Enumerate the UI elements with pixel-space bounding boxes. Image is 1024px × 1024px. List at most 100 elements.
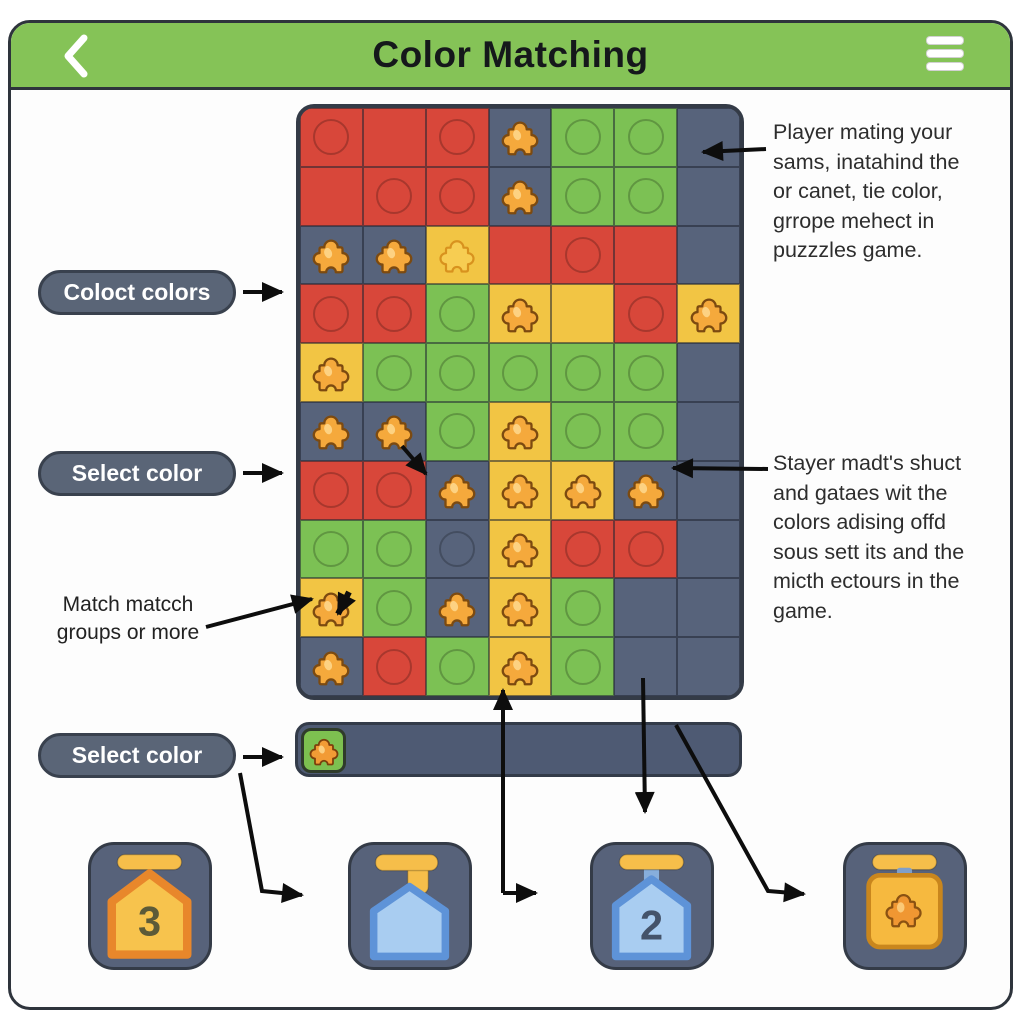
puzzle-piece-icon xyxy=(313,415,350,450)
grid-cell-r6-c3-green[interactable] xyxy=(425,401,489,461)
grid-cell-r2-c2-red[interactable] xyxy=(362,166,426,226)
circle-token xyxy=(439,354,476,391)
grid-cell-r7-c5-yellow[interactable] xyxy=(551,460,615,520)
back-button[interactable] xyxy=(59,33,93,79)
grid-cell-r2-c5-green[interactable] xyxy=(551,166,615,226)
badge-house-flag[interactable] xyxy=(348,842,472,970)
grid-cell-r6-c4-yellow[interactable] xyxy=(488,401,552,461)
grid-cell-r9-c4-yellow[interactable] xyxy=(488,578,552,638)
grid-cell-r4-c5-yellow[interactable] xyxy=(551,284,615,344)
circle-token xyxy=(564,530,601,567)
selected-color-tile[interactable] xyxy=(301,728,346,773)
grid-cell-r7-c1-red[interactable] xyxy=(300,460,363,520)
grid-cell-r4-c4-yellow[interactable] xyxy=(488,284,552,344)
grid-cell-r6-c2-slate[interactable] xyxy=(362,401,426,461)
grid-cell-r7-c2-red[interactable] xyxy=(362,460,426,520)
puzzle-piece-icon xyxy=(501,474,539,509)
grid-cell-r6-c1-slate[interactable] xyxy=(300,401,363,461)
grid-cell-r10-c4-yellow[interactable] xyxy=(488,637,552,696)
grid-cell-r4-c6-red[interactable] xyxy=(614,284,678,344)
grid-cell-r1-c6-green[interactable] xyxy=(614,108,678,167)
grid-cell-r8-c7-slate[interactable] xyxy=(677,519,740,579)
grid-cell-r8-c5-red[interactable] xyxy=(551,519,615,579)
grid-cell-r2-c6-green[interactable] xyxy=(614,166,678,226)
grid-cell-r10-c5-green[interactable] xyxy=(551,637,615,696)
circle-token xyxy=(439,413,476,450)
grid-cell-r9-c1-yellow[interactable] xyxy=(300,578,363,638)
grid-cell-r9-c3-slate[interactable] xyxy=(425,578,489,638)
badge-house-3[interactable]: 3 xyxy=(88,842,212,970)
grid-cell-r6-c7-slate[interactable] xyxy=(677,401,740,461)
grid-cell-r6-c5-green[interactable] xyxy=(551,401,615,461)
grid-cell-r9-c2-green[interactable] xyxy=(362,578,426,638)
grid-cell-r3-c6-red[interactable] xyxy=(614,225,678,285)
grid-cell-r9-c5-green[interactable] xyxy=(551,578,615,638)
circle-token xyxy=(627,413,664,450)
puzzle-piece-icon xyxy=(627,474,665,509)
grid-cell-r3-c4-red[interactable] xyxy=(488,225,552,285)
puzzle-outline-icon xyxy=(439,240,475,273)
house-orange-icon: 3 xyxy=(107,853,192,959)
grid-cell-r7-c3-slate[interactable] xyxy=(425,460,489,520)
grid-cell-r1-c7-slate[interactable] xyxy=(677,108,740,167)
grid-cell-r4-c2-red[interactable] xyxy=(362,284,426,344)
grid-cell-r8-c1-green[interactable] xyxy=(300,519,363,579)
grid-cell-r1-c2-red[interactable] xyxy=(362,108,426,167)
grid-cell-r1-c4-slate[interactable] xyxy=(488,108,552,167)
grid-cell-r2-c7-slate[interactable] xyxy=(677,166,740,226)
grid-cell-r7-c6-slate[interactable] xyxy=(614,460,678,520)
grid-cell-r6-c6-green[interactable] xyxy=(614,401,678,461)
grid-cell-r4-c7-yellow[interactable] xyxy=(677,284,740,344)
label-text: Select color xyxy=(71,742,203,768)
circle-token xyxy=(564,413,601,450)
grid-cell-r3-c1-slate[interactable] xyxy=(300,225,363,285)
grid-cell-r5-c5-green[interactable] xyxy=(551,343,615,402)
grid-cell-r9-c6-slate[interactable] xyxy=(614,578,678,638)
grid-cell-r10-c1-slate[interactable] xyxy=(300,637,363,696)
label-match-groups: Match matcch groups or more xyxy=(18,591,238,647)
grid-cell-r3-c5-red[interactable] xyxy=(551,225,615,285)
grid-cell-r2-c4-slate[interactable] xyxy=(488,166,552,226)
grid-cell-r4-c3-green[interactable] xyxy=(425,284,489,344)
grid-cell-r8-c4-yellow[interactable] xyxy=(488,519,552,579)
grid-cell-r9-c7-slate[interactable] xyxy=(677,578,740,638)
grid-cell-r5-c3-green[interactable] xyxy=(425,343,489,402)
grid-cell-r7-c4-yellow[interactable] xyxy=(488,460,552,520)
label-collect-colors: Coloct colors xyxy=(38,270,236,315)
grid-cell-r1-c5-green[interactable] xyxy=(551,108,615,167)
circle-token xyxy=(376,589,413,626)
badge-puzzle[interactable] xyxy=(843,842,967,970)
grid-cell-r10-c6-slate[interactable] xyxy=(614,637,678,696)
grid-cell-r2-c3-red[interactable] xyxy=(425,166,489,226)
grid-cell-r3-c3-yellow[interactable] xyxy=(425,225,489,285)
app-header: Color Matching xyxy=(11,23,1010,90)
grid-cell-r8-c6-red[interactable] xyxy=(614,519,678,579)
puzzle-piece-icon xyxy=(501,651,539,685)
grid-cell-r7-c7-slate[interactable] xyxy=(677,460,740,520)
grid-cell-r1-c1-red[interactable] xyxy=(300,108,363,167)
grid-cell-r5-c4-green[interactable] xyxy=(488,343,552,402)
grid-cell-r5-c2-green[interactable] xyxy=(362,343,426,402)
grid-cell-r8-c3-slate[interactable] xyxy=(425,519,489,579)
grid-cell-r1-c3-red[interactable] xyxy=(425,108,489,167)
menu-button[interactable] xyxy=(926,36,964,71)
note-line: colors adising offd xyxy=(773,510,946,534)
grid-cell-r2-c1-red[interactable] xyxy=(300,166,363,226)
svg-text:3: 3 xyxy=(138,898,161,945)
puzzle-piece-icon xyxy=(501,415,539,450)
grid-cell-r5-c6-green[interactable] xyxy=(614,343,678,402)
badge-house-2[interactable]: 2 xyxy=(590,842,714,970)
grid-cell-r4-c1-red[interactable] xyxy=(300,284,363,344)
grid-cell-r8-c2-green[interactable] xyxy=(362,519,426,579)
grid-cell-r10-c3-green[interactable] xyxy=(425,637,489,696)
grid-cell-r10-c2-red[interactable] xyxy=(362,637,426,696)
label-select-color-1: Select color xyxy=(38,451,236,496)
circle-token xyxy=(564,119,601,156)
grid-cell-r3-c2-slate[interactable] xyxy=(362,225,426,285)
svg-text:2: 2 xyxy=(640,901,663,948)
label-text: groups or more xyxy=(56,621,200,644)
grid-cell-r10-c7-slate[interactable] xyxy=(677,637,740,696)
grid-cell-r5-c7-slate[interactable] xyxy=(677,343,740,402)
grid-cell-r5-c1-yellow[interactable] xyxy=(300,343,363,402)
grid-cell-r3-c7-slate[interactable] xyxy=(677,225,740,285)
